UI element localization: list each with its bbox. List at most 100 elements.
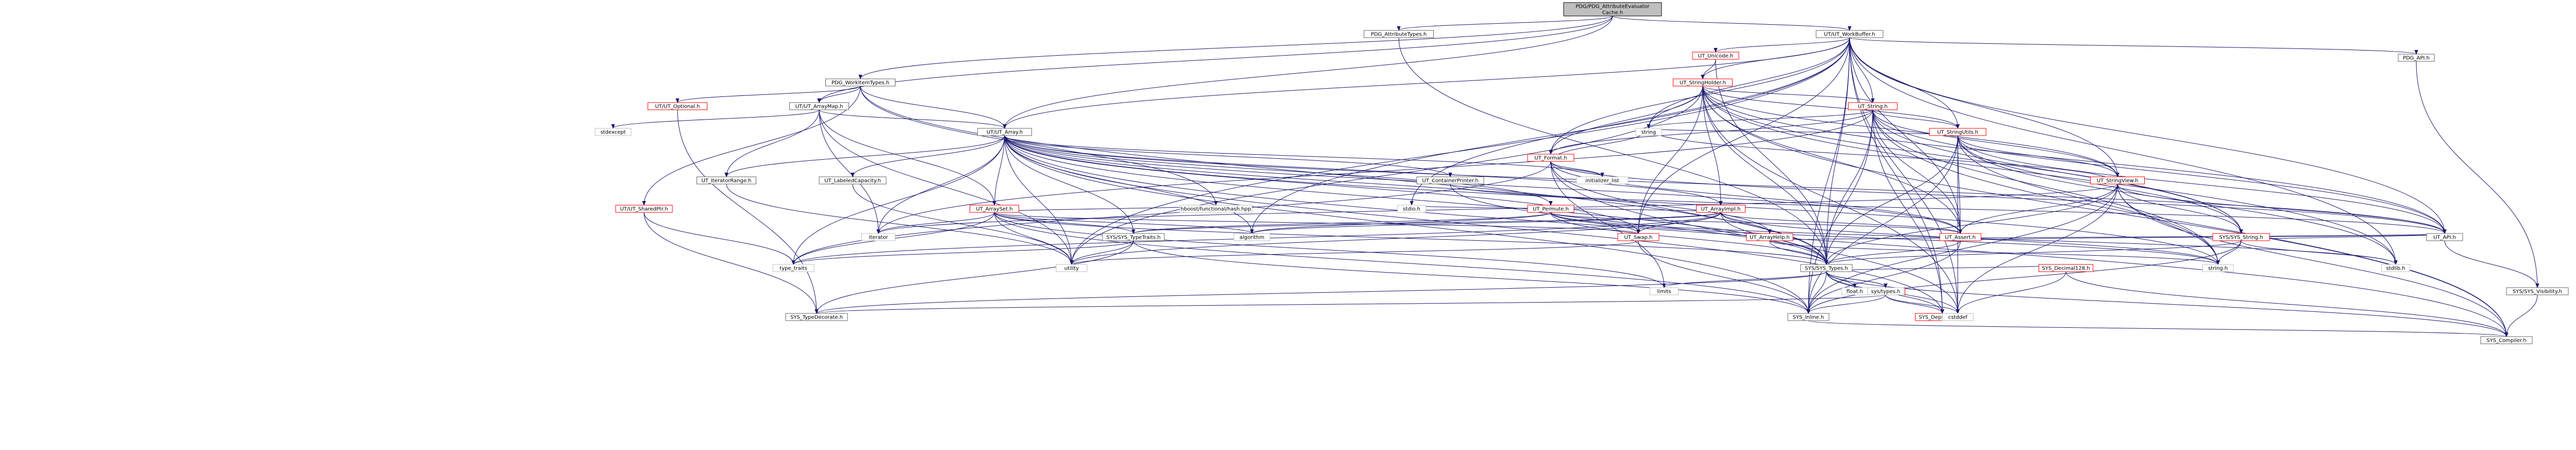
edge-ut_arrayimpl-to-ut_assert: [1720, 212, 1960, 234]
node-ut_optional[interactable]: UT/UT_Optional.h: [648, 102, 707, 110]
node-ut_sharedptr[interactable]: UT/UT_SharedPtr.h: [615, 205, 673, 213]
node-box: [1527, 154, 1574, 162]
node-sys_string[interactable]: SYS/SYS_String.h: [2212, 233, 2270, 241]
node-sys_compiler[interactable]: SYS_Compiler.h: [2480, 336, 2533, 344]
edge-ut_permute-to-sys_types: [1550, 212, 1826, 265]
node-ut_format[interactable]: UT_Format.h: [1527, 154, 1574, 162]
node-ut_permute[interactable]: UT_Permute.h: [1527, 205, 1574, 213]
node-ut_string[interactable]: UT_String.h: [1848, 102, 1897, 110]
edge-ut_arrayimpl-to-ut_arrayhelp: [1720, 212, 1770, 234]
node-ut_arraymap[interactable]: UT/UT_ArrayMap.h: [789, 102, 849, 110]
node-ut_stringholder[interactable]: UT_StringHolder.h: [1673, 78, 1733, 87]
node-string_h[interactable]: string.h: [2202, 264, 2234, 272]
node-ut_assert[interactable]: UT_Assert.h: [1939, 233, 1981, 241]
node-ut_workbuffer[interactable]: UT/UT_WorkBuffer.h: [1816, 30, 1884, 38]
node-limits[interactable]: limits: [1650, 287, 1679, 295]
node-string[interactable]: string: [1635, 128, 1662, 136]
node-sys_decimal128[interactable]: SYS_Decimal128.h: [2039, 264, 2093, 272]
node-ut_containerprinter[interactable]: UT_ContainerPrinter.h: [1416, 176, 1484, 185]
node-stdio[interactable]: stdio.h: [1397, 205, 1426, 213]
edge-ut_string-to-sys_compiler: [1872, 109, 2506, 337]
edge-ut_stringholder-to-sys_compiler: [1702, 86, 2506, 337]
node-box: [1816, 30, 1884, 38]
node-pdg_api[interactable]: PDG_API.h: [2398, 54, 2435, 62]
node-cstddef[interactable]: cstddef: [1942, 313, 1974, 321]
node-label: UT_Permute.h: [1533, 207, 1569, 212]
edge-ut_string-to-ut_format: [1551, 109, 1873, 155]
node-pdg_workitemtypes[interactable]: PDG_WorkItemTypes.h: [825, 78, 895, 87]
node-ut_unicode[interactable]: UT_Unicode.h: [1692, 52, 1739, 60]
edge-ut_sharedptr-to-sys_typedecorate: [643, 212, 817, 313]
node-sys_types[interactable]: SYS/SYS_Types.h: [1800, 264, 1853, 272]
node-label: algorithm: [1240, 235, 1264, 241]
edge-ut_permute-to-sys_typetraits: [1133, 212, 1551, 234]
node-systypes[interactable]: sys/types.h: [1867, 287, 1904, 295]
node-boost_hash[interactable]: hboost/functional/hash.hpp: [1179, 205, 1252, 213]
edge-sys_typetraits-to-sys_inline: [1133, 240, 1808, 313]
node-iterator[interactable]: iterator: [861, 233, 895, 241]
edge-ut_stringview-to-sys_inline: [1808, 184, 2118, 313]
node-box: [697, 176, 756, 185]
edge-ut_array-to-type_traits: [793, 135, 1005, 264]
node-label: UT_ContainerPrinter.h: [1422, 178, 1478, 184]
node-stdexcept[interactable]: stdexcept: [595, 128, 632, 136]
node-box: [595, 128, 632, 136]
edge-ut_unicode-to-ut_stringholder: [1703, 59, 1716, 79]
edge-ut_arrayset-to-sys_types: [994, 212, 1826, 265]
edge-ut_string-to-string: [1649, 109, 1873, 129]
edge-ut_stringutils-to-ut_api: [1957, 135, 2445, 234]
node-pdg_attrtypes[interactable]: PDG_AttributeTypes.h: [1364, 30, 1434, 38]
node-ut_arrayhelp[interactable]: UT_ArrayHelp.h: [1746, 233, 1793, 241]
node-label: SYS_Inline.h: [1793, 315, 1824, 321]
node-label: string: [1641, 130, 1656, 136]
node-ut_swap[interactable]: UT_Swap.h: [1617, 233, 1659, 241]
node-ut_arrayimpl[interactable]: UT_ArrayImpl.h: [1696, 205, 1745, 213]
node-sys_typedecorate[interactable]: SYS_TypeDecorate.h: [785, 313, 848, 321]
node-ut_stringutils[interactable]: UT_StringUtils.h: [1929, 128, 1987, 136]
node-type_traits[interactable]: type_traits: [772, 264, 815, 272]
edge-ut_array-to-ut_api: [1004, 135, 2445, 234]
edge-ut_swap-to-utility: [1072, 240, 1639, 265]
edge-sys_inline-to-sys_compiler: [1808, 320, 2506, 337]
node-utility[interactable]: utility: [1056, 264, 1088, 272]
node-box: [1867, 287, 1904, 295]
edge-pdg_api-to-sys_visibility: [2416, 61, 2537, 288]
node-box: [2202, 264, 2234, 272]
node-initializer_list[interactable]: initializer_list: [1576, 176, 1629, 185]
edge-ut_array-to-ut_arrayimpl: [1004, 135, 1721, 205]
edge-sys_decimal128-to-cstddef: [1958, 271, 2066, 314]
node-sys_visibility[interactable]: SYS/SYS_Visibility.h: [2506, 287, 2569, 295]
node-ut_stringview[interactable]: UT_StringView.h: [2090, 176, 2145, 185]
edge-ut_stringholder-to-sys_string: [1702, 86, 2241, 234]
edge-ut_stringview-to-ut_assert: [1960, 184, 2118, 234]
node-ut_array[interactable]: UT/UT_Array.h: [977, 128, 1032, 136]
node-label: UT_LabeledCapacity.h: [824, 178, 881, 184]
node-box: [615, 205, 673, 213]
edge-ut_format-to-type_traits: [793, 161, 1551, 264]
node-box: [1527, 205, 1574, 213]
node-float[interactable]: float.h: [1841, 287, 1868, 295]
node-ut_arrayset[interactable]: UT_ArraySet.h: [970, 205, 1019, 213]
node-box: [1929, 128, 1987, 136]
edge-ut_stringview-to-sys_types: [1826, 184, 2118, 264]
edge-ut_workbuffer-to-ut_stringview: [1849, 37, 2117, 177]
edge-root-to-pdg_workitemtypes: [860, 15, 1613, 79]
node-box: [648, 102, 707, 110]
node-algorithm[interactable]: algorithm: [1233, 233, 1270, 241]
edge-sys_string-to-string_h: [2218, 240, 2242, 265]
node-label: string.h: [2208, 266, 2228, 272]
node-sys_typetraits[interactable]: SYS/SYS_TypeTraits.h: [1102, 233, 1165, 241]
node-ut_api[interactable]: UT_API.h: [2426, 233, 2463, 241]
edge-ut_array-to-sys_types: [1004, 135, 1826, 264]
node-box: [1056, 264, 1088, 272]
edge-sys_types-to-systypes: [1826, 271, 1886, 288]
edge-ut_string-to-ut_assert: [1872, 109, 1960, 234]
node-stdlib[interactable]: stdlib.h: [2381, 264, 2410, 272]
edge-sys_types-to-limits: [1664, 271, 1827, 288]
node-ut_iteratorrange[interactable]: UT_IteratorRange.h: [697, 176, 756, 185]
node-box: [1942, 313, 1974, 321]
node-sys_inline[interactable]: SYS_Inline.h: [1787, 313, 1829, 321]
node-ut_labeledcapacity[interactable]: UT_LabeledCapacity.h: [819, 176, 887, 185]
node-label: SYS_Compiler.h: [2486, 338, 2526, 344]
